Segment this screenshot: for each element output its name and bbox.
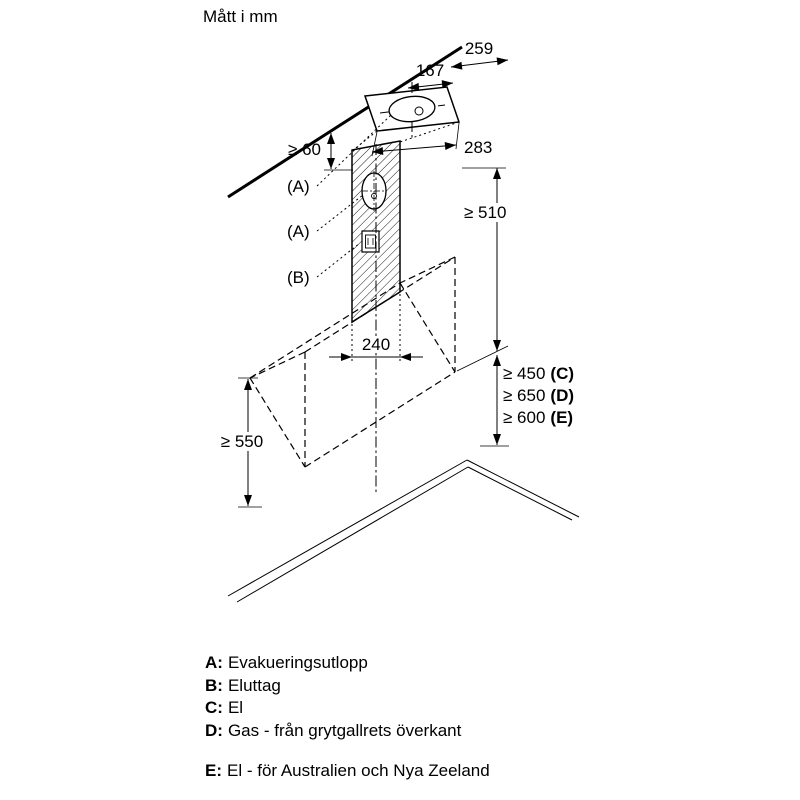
dim-600-e-label: ≥ 600(E) (503, 408, 573, 427)
dim-650-d-label: ≥ 650(D) (503, 386, 574, 405)
legend-item-d: D:Gas - från grytgallrets överkant (205, 721, 462, 740)
power-socket-b (361, 230, 380, 253)
dimension-lines (238, 57, 509, 508)
dim-283-label: 283 (464, 138, 492, 157)
callout-leaders (316, 113, 393, 278)
legend-item-a: A:Evakueringsutlopp (205, 653, 368, 672)
ceiling-plate (363, 82, 461, 138)
legend-item-e: E:El - för Australien och Nya Zeeland (205, 761, 490, 780)
dim-240-label: 240 (362, 335, 390, 354)
legend: A:Evakueringsutlopp B:Eluttag C:El D:Gas… (205, 653, 490, 780)
dim-550-label: ≥ 550 (221, 432, 263, 451)
legend-item-b: B:Eluttag (205, 676, 281, 695)
worktop-edge (227, 459, 580, 603)
callout-b-label: (B) (287, 268, 310, 287)
ceiling-outlet-hole (388, 95, 436, 123)
legend-item-c: C:El (205, 698, 243, 717)
callout-a1-label: (A) (287, 177, 310, 196)
units-note: Mått i mm (203, 7, 278, 26)
dim-510-label: ≥ 510 (464, 203, 506, 222)
hood-outline-dashed (249, 256, 456, 468)
callout-a2-label: (A) (287, 222, 310, 241)
dim-60-label: ≥ 60 (288, 140, 321, 159)
dim-259-label: 259 (465, 39, 493, 58)
ceiling-line (227, 45, 463, 199)
dim-167-label: 167 (416, 61, 444, 80)
dim-450-c-label: ≥ 450(C) (503, 364, 574, 383)
diagram-texts: Mått i mm 259 167 283 ≥ 60 (A) (A) (B) ≥… (203, 7, 574, 451)
